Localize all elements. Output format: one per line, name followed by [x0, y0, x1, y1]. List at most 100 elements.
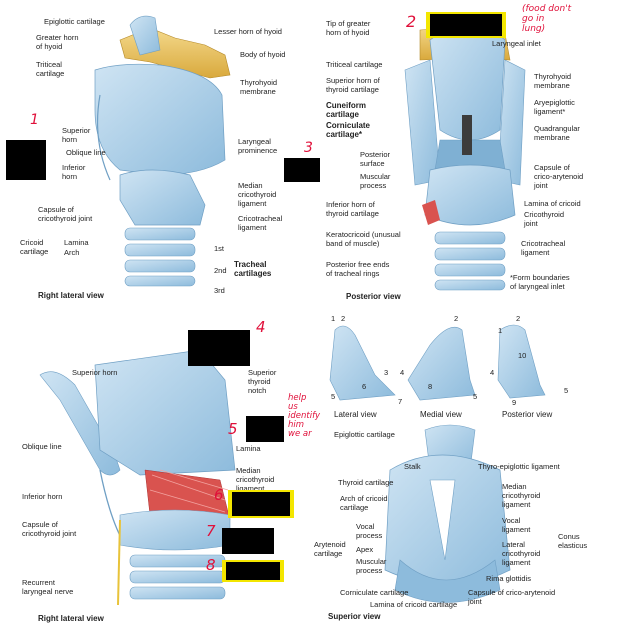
- panel4-arytenoid-drawing: [329, 324, 546, 401]
- panel5-superior-drawing: [384, 424, 511, 603]
- label-epiglottic-p5: Epiglottic cartilage: [334, 430, 395, 439]
- label-inferior-horn-p3: Inferior horn: [22, 492, 63, 501]
- label-posterior-free-ends: Posterior free ends of tracheal rings: [326, 260, 390, 278]
- label-capsule-crico-arytenoid-p5: Capsule of crico-arytenoid joint: [468, 588, 556, 606]
- label-vocal-process: Vocal process: [356, 522, 383, 540]
- num-7: 7: [398, 397, 403, 406]
- num-5-medial: 5: [473, 392, 478, 401]
- hw-number-4: 4: [256, 318, 266, 336]
- label-rima-glottidis: Rima glottidis: [486, 574, 532, 583]
- label-conus-elasticus: Conus elasticus: [558, 532, 588, 550]
- label-arch-cricoid: Arch of cricoid cartilage: [340, 494, 388, 512]
- caption-panel3: Right lateral view: [38, 614, 104, 623]
- label-superior-horn: Superior horn: [62, 126, 91, 144]
- label-superior-thyroid-notch: Superior thyroid notch: [248, 368, 277, 395]
- num-10: 10: [518, 351, 527, 360]
- label-greater-horn: Greater horn of hyoid: [36, 33, 79, 51]
- num-1-lateral: 1: [331, 314, 336, 323]
- label-triticeal-cartilage: Triticeal cartilage: [326, 60, 383, 69]
- hw-number-6: 6: [214, 486, 224, 504]
- label-inferior-horn-thyroid: Inferior horn of thyroid cartilage: [326, 200, 379, 218]
- label-stalk: Stalk: [404, 462, 421, 471]
- label-cricotracheal-ligament: Cricotracheal ligament: [521, 239, 566, 257]
- num-2-lateral: 2: [341, 314, 346, 323]
- label-aryepiglottic: Aryepiglottic ligament*: [534, 98, 575, 116]
- num-2-posterior: 2: [516, 314, 521, 323]
- label-median-cricothyroid-p5: Median cricothyroid ligament: [502, 482, 541, 509]
- panel2-larynx-drawing: [404, 24, 526, 291]
- hw-number-2: 2: [406, 12, 417, 31]
- caption-medial-view: Medial view: [420, 410, 462, 419]
- label-capsule-crico-arytenoid: Capsule of crico-arytenoid joint: [534, 163, 584, 190]
- label-muscular-process-p5: Muscular process: [356, 557, 387, 575]
- num-6: 6: [362, 382, 367, 391]
- label-cuneiform: Cuneiform cartilage: [326, 101, 366, 119]
- label-superior-horn-p3: Superior horn: [72, 368, 118, 377]
- label-laryngeal-inlet: Laryngeal inlet: [492, 39, 541, 48]
- label-corniculate-p5: Corniculate cartilage: [340, 588, 409, 597]
- label-superior-horn-thyroid: Superior horn of thyroid cartilage: [326, 76, 380, 94]
- hw-number-8: 8: [206, 556, 216, 574]
- label-thyrohyoid-membrane: Thyrohyoid membrane: [534, 72, 572, 90]
- label-body-hyoid: Body of hyoid: [240, 50, 286, 59]
- label-capsule-cricothyroid: Capsule of cricothyroid joint: [38, 205, 93, 223]
- caption-panel5: Superior view: [328, 612, 381, 621]
- label-tracheal-3rd: 3rd: [214, 286, 225, 295]
- num-1-posterior: 1: [498, 326, 503, 335]
- label-lesser-horn: Lesser horn of hyoid: [214, 27, 282, 36]
- hw-number-1: 1: [30, 112, 39, 128]
- num-8: 8: [428, 382, 433, 391]
- redaction-box-3: [284, 158, 320, 182]
- label-cricoid-cartilage: Cricoid cartilage: [20, 238, 49, 256]
- caption-posterior-view: Posterior view: [502, 410, 553, 419]
- redaction-box-2: [430, 14, 502, 36]
- label-median-cricothyroid: Median cricothyroid ligament: [238, 181, 277, 208]
- label-thyroid-cartilage: Thyroid cartilage: [338, 478, 394, 487]
- label-muscular-process: Muscular process: [360, 172, 391, 190]
- hw-number-5: 5: [228, 420, 238, 438]
- redaction-box-6: [232, 492, 290, 516]
- hw-help-note: help us identify him we ar: [288, 393, 321, 439]
- redaction-box-7: [222, 528, 274, 554]
- hw-top-note: (food don't go in lung): [522, 4, 572, 34]
- label-posterior-surface: Posterior surface: [360, 150, 391, 168]
- label-capsule-cricothyroid-p3: Capsule of cricothyroid joint: [22, 520, 77, 538]
- num-5-posterior: 5: [564, 386, 569, 395]
- label-oblique-line: Oblique line: [66, 148, 106, 157]
- label-lamina-cricoid: Lamina of cricoid: [524, 199, 581, 208]
- num-2-medial: 2: [454, 314, 459, 323]
- label-arytenoid-cartilage: Arytenoid cartilage: [314, 540, 346, 558]
- label-apex: Apex: [356, 545, 374, 554]
- label-form-boundaries: *Form boundaries of laryngeal inlet: [510, 273, 570, 291]
- label-lamina: Lamina: [64, 238, 89, 247]
- num-4-posterior: 4: [490, 368, 495, 377]
- caption-panel1: Right lateral view: [38, 291, 104, 300]
- num-9: 9: [512, 398, 517, 407]
- num-3: 3: [384, 368, 389, 377]
- label-epiglottic-cartilage: Epiglottic cartilage: [44, 17, 105, 26]
- label-lateral-cricothyroid: Lateral cricothyroid ligament: [502, 540, 541, 567]
- redaction-box-5: [246, 416, 284, 442]
- label-tracheal-cartilages: Tracheal cartilages: [234, 260, 272, 278]
- hw-number-7: 7: [206, 522, 216, 540]
- caption-lateral-view: Lateral view: [334, 410, 377, 419]
- num-5-lateral: 5: [331, 392, 336, 401]
- redaction-box-4: [188, 330, 250, 366]
- caption-panel2: Posterior view: [346, 292, 401, 301]
- label-cricotracheal: Cricotracheal ligament: [238, 214, 283, 232]
- panel1-larynx-drawing: [94, 15, 231, 287]
- label-corniculate: Corniculate cartilage*: [326, 121, 371, 139]
- panel3-thyroid-drawing: [39, 349, 236, 606]
- label-lamina-cricoid-p5: Lamina of cricoid cartilage: [370, 600, 458, 609]
- num-4: 4: [400, 368, 405, 377]
- label-inferior-horn: Inferior horn: [62, 163, 86, 181]
- label-thyro-epiglottic: Thyro-epiglottic ligament: [478, 462, 560, 471]
- label-thyrohyoid: Thyrohyoid membrane: [240, 78, 278, 96]
- label-recurrent-laryngeal: Recurrent laryngeal nerve: [22, 578, 74, 596]
- label-laryngeal-prominence: Laryngeal prominence: [238, 137, 278, 155]
- hw-number-3: 3: [304, 140, 313, 156]
- label-triticeal: Triticeal cartilage: [36, 60, 65, 78]
- redaction-box-8: [226, 562, 280, 580]
- label-keratocricoid: Keratocricoid (unusual band of muscle): [326, 230, 401, 248]
